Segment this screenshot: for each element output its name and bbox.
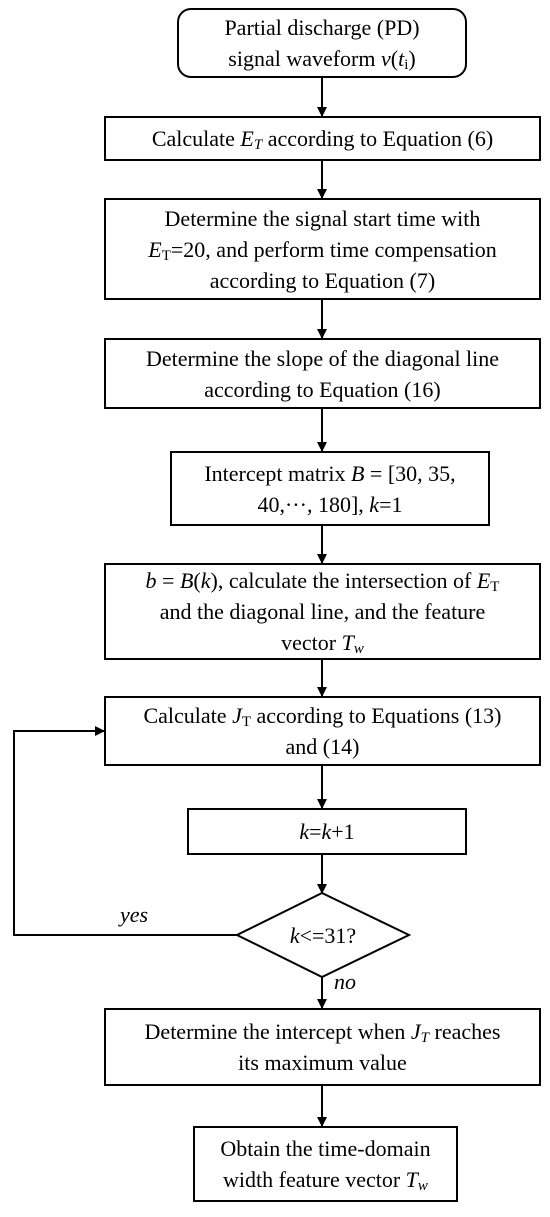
intercept-matrix-step: Intercept matrix B = [30, 35, 40,···, 18… xyxy=(170,451,490,526)
start-time-step: Determine the signal start time with ET=… xyxy=(104,198,541,300)
calc-et-step: Calculate ET according to Equation (6) xyxy=(104,116,541,161)
start-node: Partial discharge (PD) signal waveform v… xyxy=(177,8,467,78)
loop-back-yes-path xyxy=(13,726,237,936)
increment-step: k=k+1 xyxy=(187,808,467,855)
intersection-step: b = B(k), calculate the intersection of … xyxy=(104,563,541,660)
decision-label: k<=31? xyxy=(289,923,357,948)
obtain-step: Obtain the time-domain width feature vec… xyxy=(193,1126,458,1202)
calc-jt-step: Calculate JT according to Equations (13)… xyxy=(104,696,541,766)
max-intercept-step: Determine the intercept when JT reaches … xyxy=(104,1008,541,1086)
no-label: no xyxy=(334,969,356,994)
decision-diamond xyxy=(234,891,412,979)
slope-step: Determine the slope of the diagonal line… xyxy=(104,338,541,409)
start-line1: Partial discharge (PD) xyxy=(224,15,420,40)
yes-label: yes xyxy=(120,902,149,927)
